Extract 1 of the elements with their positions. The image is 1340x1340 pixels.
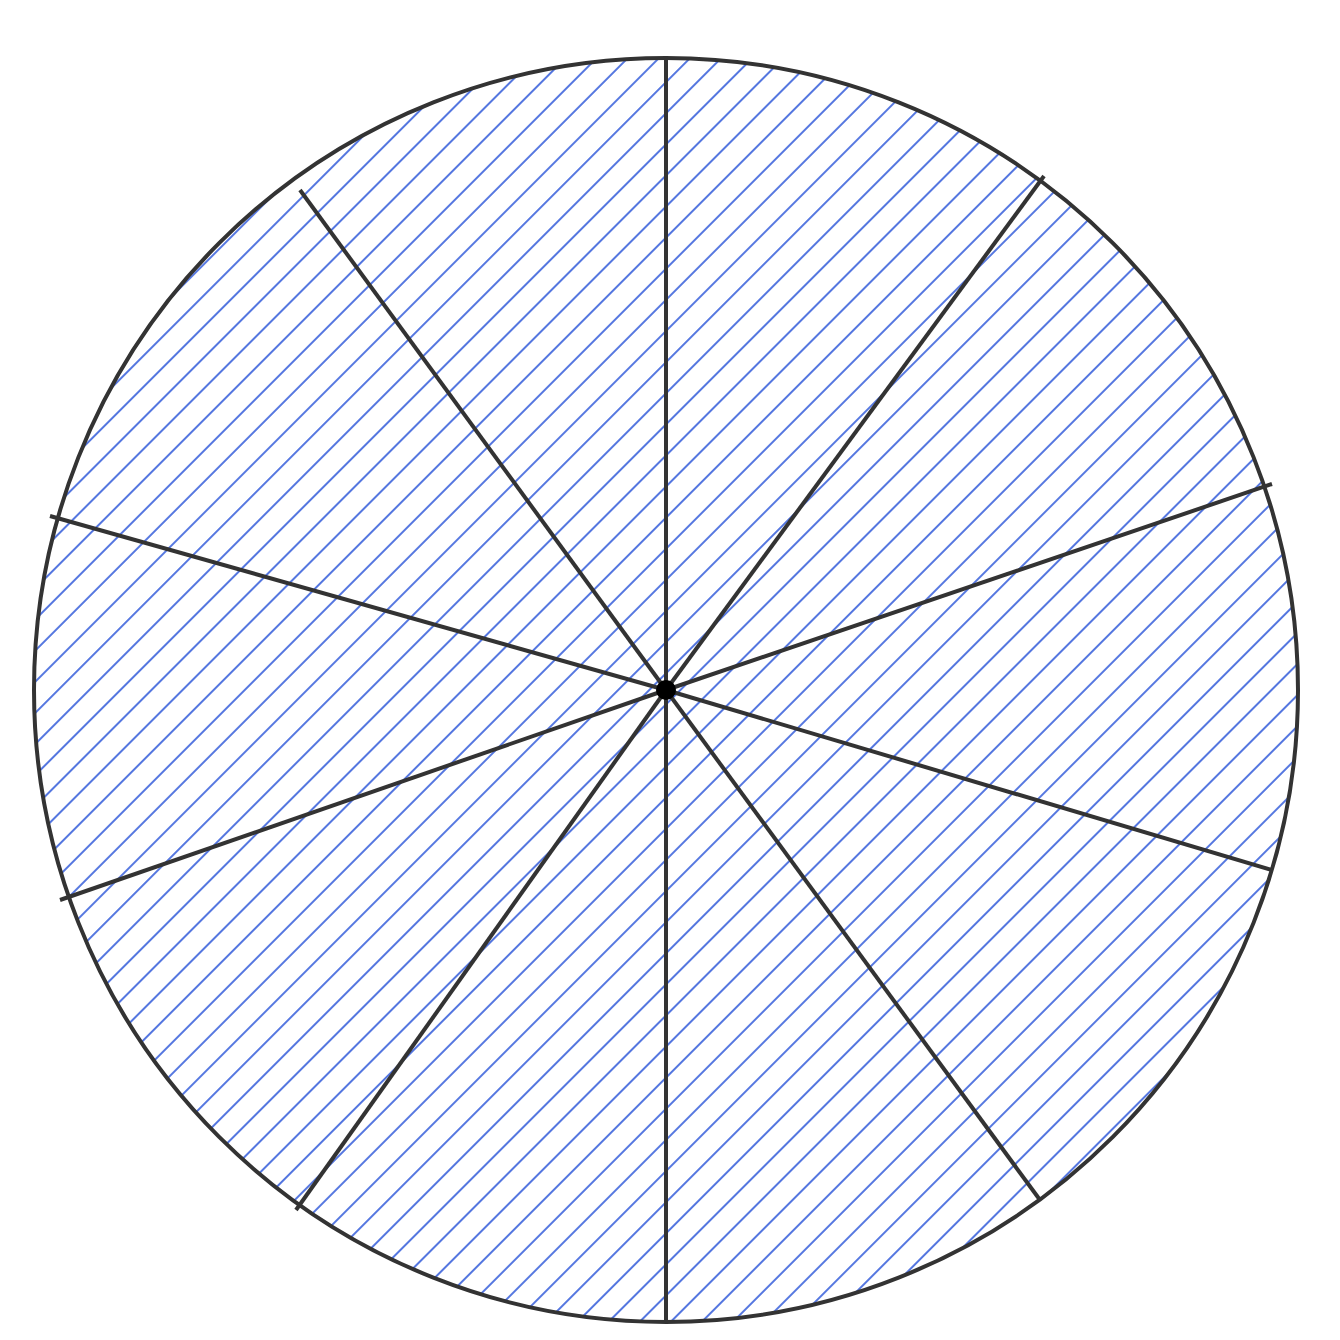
- hatched-circle-drawing: [32, 56, 1300, 1324]
